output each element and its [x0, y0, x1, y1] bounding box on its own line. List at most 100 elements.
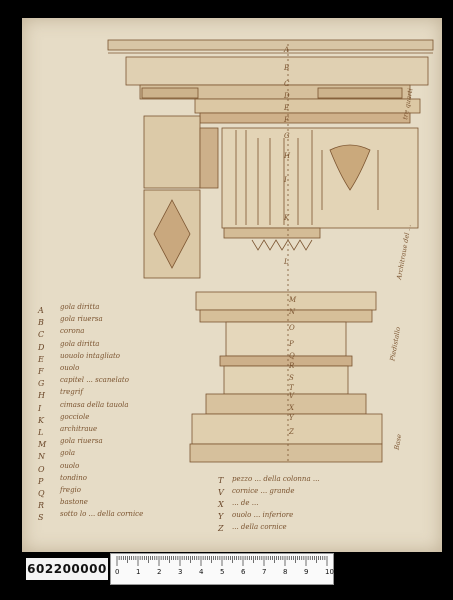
legend-letter: E: [38, 354, 44, 364]
drawing-letter: I: [284, 176, 287, 184]
drawing-letter: X: [289, 404, 294, 412]
drawing-letter: N: [289, 308, 296, 316]
drawing-letter: Y: [289, 414, 294, 422]
legend-right-entry: ... de ...: [232, 499, 259, 507]
base-ovolo: [199, 309, 373, 323]
drawing-letter: C: [284, 80, 290, 88]
drawing-letter: G: [284, 132, 290, 140]
roundel-panel: [143, 115, 201, 189]
legend-letter: L: [38, 428, 44, 437]
legend-right-entry: pezzo ... della colonna ...: [232, 475, 320, 483]
legend-letter: O: [38, 464, 45, 474]
drawing-letter: Q: [289, 352, 295, 360]
ruler-number: 3: [178, 568, 183, 576]
drawing-letter: E: [284, 104, 290, 112]
cornice-top-band: [107, 39, 434, 51]
legend-entry: corona: [60, 327, 85, 336]
ruler-number: 10: [325, 568, 334, 576]
ruler-number: 5: [220, 568, 225, 576]
capital-frieze: [221, 127, 419, 229]
ruler-number: 7: [262, 568, 267, 576]
drawing-letter: L: [284, 258, 289, 266]
legend-right-letter: V: [218, 488, 224, 497]
drawing-letter: H: [284, 152, 291, 160]
ruler-number: 4: [199, 568, 204, 576]
legend-entry: gola riuersa: [60, 315, 103, 324]
base-foot: [189, 443, 383, 463]
legend-right-letter: Y: [218, 512, 224, 521]
legend-letter: C: [38, 330, 45, 340]
cornice-ovolo: [199, 112, 411, 124]
bucranium-ornament: [329, 144, 371, 191]
legend-entry: tregrif: [60, 388, 83, 397]
legend-right-entry: ouolo ... inferiore: [232, 511, 294, 519]
base-cap: [195, 291, 377, 311]
drawing-letter: R: [289, 362, 295, 370]
legend-letter: B: [38, 318, 44, 328]
drawing-letter: M: [289, 296, 297, 304]
legend-entry: bastone: [60, 498, 88, 507]
measurement-ruler: 0 1 2 3 4 5 6 7 8 9 10: [110, 553, 334, 585]
ruler-number: 1: [136, 568, 141, 576]
legend-letter: K: [38, 415, 44, 425]
catalog-code-label: 602200000: [26, 558, 108, 580]
legend-entry: ouolo: [60, 461, 80, 470]
legend-right-entry: ... della cornice: [232, 523, 287, 531]
legend-entry: architraue: [60, 425, 98, 433]
legend-right-letter: Z: [218, 524, 224, 533]
legend-entry: uouolo intagliato: [60, 351, 121, 360]
legend-letter: D: [38, 342, 45, 352]
garland-line: [321, 150, 379, 210]
base-molding: [205, 393, 367, 415]
base-frieze: [223, 365, 349, 395]
cornice-block-left: [141, 87, 199, 99]
legend-entry: gola riuersa: [60, 437, 103, 446]
legend-entry: capitel ... scanelato: [60, 376, 129, 385]
legend-entry: fregio: [60, 486, 82, 494]
base-plinth: [191, 413, 383, 445]
legend-right-entry: cornice ... grande: [232, 487, 295, 495]
guttae-row: [251, 239, 313, 251]
drawing-letter: S: [289, 374, 294, 382]
legend-entry: sotto lo ... della cornice: [60, 510, 144, 519]
architrave-band: [223, 227, 321, 239]
legend-letter: G: [38, 379, 45, 389]
drawing-letter: T: [289, 384, 294, 392]
lozenge-ornament: [153, 199, 191, 269]
drawing-letter: D: [284, 92, 290, 100]
ruler-number: 8: [283, 568, 288, 576]
legend-letter: R: [38, 501, 45, 511]
legend-entry: gola: [60, 449, 76, 458]
legend-letter: Q: [38, 489, 45, 498]
ruler-ticks: [116, 556, 328, 566]
legend-letter: A: [38, 306, 44, 315]
legend-letter: F: [38, 367, 44, 376]
legend-letter: M: [38, 440, 47, 450]
legend-right-letter: X: [218, 500, 224, 509]
side-molding: [199, 127, 219, 189]
ruler-number: 2: [157, 568, 162, 576]
ruler-number: 9: [304, 568, 309, 576]
cornice-egg-dart: [194, 98, 421, 114]
drawing-letter: V: [289, 392, 295, 400]
legend-letter: H: [38, 391, 45, 401]
legend-entry: gocciole: [60, 412, 90, 421]
drawing-letter: F: [284, 116, 289, 124]
drawing-letter: O: [289, 324, 295, 332]
drawing-letter: P: [289, 340, 294, 348]
legend-letter: I: [38, 403, 42, 413]
base-torus: [219, 355, 353, 367]
ruler-number: 6: [241, 568, 246, 576]
legend-letter: S: [38, 513, 44, 523]
legend-right-letter: T: [218, 476, 224, 485]
drawing-letter: B: [284, 64, 290, 72]
legend-entry: tondino: [60, 473, 87, 482]
ruler-number: 0: [115, 568, 120, 576]
drawing-letter: Z: [289, 428, 294, 436]
drawing-letter: K: [284, 214, 290, 222]
drawing-letter: A: [284, 46, 290, 54]
cornice-block-right: [317, 87, 403, 99]
legend-letter: P: [38, 476, 44, 486]
